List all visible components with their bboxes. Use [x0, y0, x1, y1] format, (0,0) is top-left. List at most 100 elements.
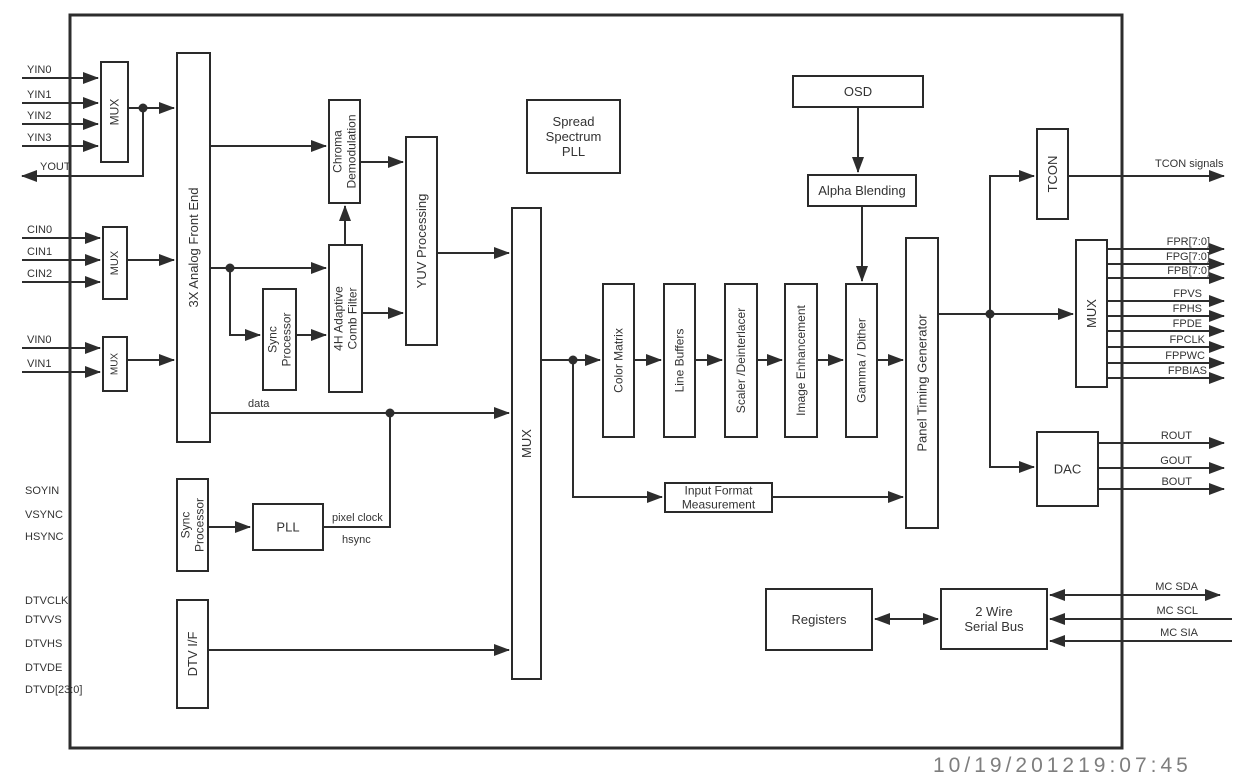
block-chroma-demodulation: ChromaDemodulation [328, 99, 361, 204]
block-analog-front-end: 3X Analog Front End [176, 52, 211, 443]
block-label-line: PLL [562, 144, 585, 159]
block-label-line: Processor [193, 498, 207, 552]
block-label-line: OSD [844, 84, 872, 99]
block-label-line: Demodulation [345, 114, 359, 188]
label-note-pixel-clock: pixel clock [332, 512, 383, 524]
block-rect [663, 283, 696, 438]
block-label-line: Measurement [682, 498, 756, 512]
block-label-line: Spread [553, 114, 595, 129]
block-rect [807, 174, 917, 207]
block-label-line: Input Format [684, 484, 753, 498]
wire-mux-branch-to-ifm [572, 360, 663, 503]
block-label: MUX [1084, 299, 1099, 328]
block-label: MUX [109, 250, 121, 275]
label-pin-fpr: FPR[7:0] [1167, 236, 1210, 248]
block-label-line: 4H Adaptive [332, 286, 346, 351]
block-label: Panel Timing Generator [915, 314, 930, 452]
label-pin-rout: ROUT [1161, 430, 1192, 442]
block-registers: Registers [765, 588, 873, 651]
block-rect [1036, 128, 1069, 220]
block-yuv-processing: YUV Processing [405, 136, 438, 346]
block-rect [664, 482, 773, 513]
block-label-line: Scaler /Deinterlacer [734, 308, 748, 413]
block-label: MUX [519, 429, 534, 458]
block-label-line: DTV I/F [185, 632, 200, 677]
label-pin-dtvde: DTVDE [25, 662, 62, 674]
block-rect [102, 226, 128, 300]
block-label: SyncProcessor [266, 312, 294, 366]
block-rect [1075, 239, 1108, 388]
block-label: MUX [110, 353, 121, 376]
block-label-line: MUX [519, 429, 534, 458]
block-dac: DAC [1036, 431, 1099, 507]
block-sync-processor-comb: SyncProcessor [262, 288, 297, 391]
label-pin-fpb: FPB[7:0] [1167, 265, 1210, 277]
block-label-line: Registers [792, 612, 847, 627]
block-label-line: Serial Bus [964, 619, 1024, 634]
block-label-line: MUX [1084, 299, 1099, 328]
block-label-line: DAC [1054, 462, 1081, 477]
label-pin-gout: GOUT [1160, 455, 1192, 467]
block-label: Line Buffers [673, 329, 687, 393]
block-label-line: MUX [110, 353, 121, 376]
label-pin-vin1: VIN1 [27, 358, 51, 370]
block-rect [1036, 431, 1099, 507]
label-pin-yout: YOUT [40, 161, 71, 173]
label-pin-cin2: CIN2 [27, 268, 52, 280]
label-pin-mc-sda: MC SDA [1155, 581, 1198, 593]
junction-dot [385, 408, 395, 418]
wire-out-yout [21, 108, 144, 182]
block-pll: PLL [252, 503, 324, 551]
label-pin-dtvhs: DTVHS [25, 638, 62, 650]
block-rect [100, 61, 129, 163]
block-label: OSD [844, 84, 872, 99]
block-rect [765, 588, 873, 651]
block-label: Gamma / Dither [855, 318, 869, 403]
label-pin-dtvd: DTVD[23:0] [25, 684, 82, 696]
block-mux-yin: MUX [100, 61, 129, 163]
chip-boundary [68, 13, 1124, 750]
block-rect [176, 52, 211, 443]
wire-branch-to-dac [989, 314, 1035, 473]
block-label: 4H AdaptiveComb Filter [332, 286, 360, 351]
block-mux-vin: MUX [102, 336, 128, 392]
block-label-line: 3X Analog Front End [186, 188, 201, 308]
block-label: DTV I/F [185, 632, 200, 677]
block-label: Registers [792, 612, 847, 627]
label-pin-fpde: FPDE [1173, 318, 1202, 330]
block-mux-center: MUX [511, 207, 542, 680]
block-rect [845, 283, 878, 438]
block-label-line: Alpha Blending [818, 183, 905, 198]
label-pin-fpbias: FPBIAS [1168, 365, 1207, 377]
block-rect [252, 503, 324, 551]
block-line-buffers: Line Buffers [663, 283, 696, 438]
block-label-line: TCON [1045, 156, 1060, 193]
label-pin-vsync: VSYNC [25, 509, 63, 521]
block-rect [176, 478, 209, 572]
block-label-line: PLL [276, 520, 299, 535]
block-image-enhancement: Image Enhancement [784, 283, 818, 438]
block-label: TCON [1045, 156, 1060, 193]
block-label: ChromaDemodulation [331, 114, 359, 188]
block-rect [940, 588, 1048, 650]
label-note-hsync: hsync [342, 534, 371, 546]
block-label-line: MUX [109, 250, 121, 275]
label-pin-fpvs: FPVS [1173, 288, 1202, 300]
block-mux-right: MUX [1075, 239, 1108, 388]
block-label-line: Spectrum [546, 129, 602, 144]
block-label-line: Sync [266, 326, 280, 353]
block-label: Scaler /Deinterlacer [734, 308, 748, 413]
label-pin-yin3: YIN3 [27, 132, 51, 144]
block-label-line: MUX [108, 99, 122, 126]
label-pin-fpg: FPG[7:0] [1166, 251, 1210, 263]
label-pin-dtvclk: DTVCLK [25, 595, 69, 607]
label-note-data: data [248, 398, 270, 410]
label-pin-mc-sia: MC SIA [1160, 627, 1199, 639]
block-label-line: Color Matrix [612, 328, 626, 393]
block-label-line: Gamma / Dither [855, 318, 869, 403]
label-pin-fpclk: FPCLK [1170, 334, 1206, 346]
